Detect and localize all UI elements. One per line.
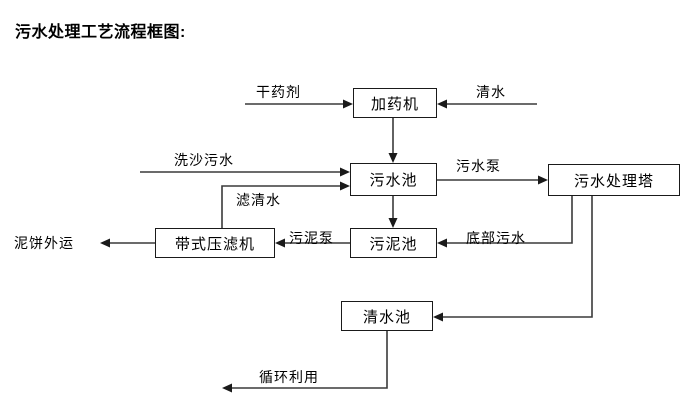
node-label: 污水池: [369, 173, 418, 189]
node-dosing-machine[interactable]: 加药机: [353, 88, 437, 118]
node-label: 加药机: [370, 96, 419, 113]
edge-bottom-sewage-to-sludge-pool: [441, 196, 573, 244]
arrowhead-clean-water: [437, 99, 447, 109]
edge-label-sludge-pump: 污泥泵: [289, 232, 334, 247]
arrowhead-dry-reagent: [343, 99, 353, 109]
arrowhead-sludge-pump: [275, 238, 285, 248]
node-sludge-pool[interactable]: 污泥池: [350, 228, 437, 258]
node-clear-water-pool[interactable]: 清水池: [341, 301, 433, 331]
edge-tower-to-clear-water-pool: [437, 196, 593, 318]
node-treatment-tower[interactable]: 污水处理塔: [548, 164, 680, 196]
node-label: 带式压滤机: [174, 236, 255, 253]
edge-recycle-reuse: [226, 331, 388, 389]
node-label: 污水处理塔: [573, 173, 654, 190]
arrowhead-sand-wash: [340, 167, 350, 177]
edge-filtered-water-to-sewage-pool: [221, 185, 346, 228]
node-label: 污泥池: [369, 236, 418, 253]
edge-label-recycle-reuse: 循环利用: [259, 371, 319, 386]
arrowhead-dosing-to-sewage-pool: [388, 153, 398, 163]
edge-label-filtered-water: 滤清水: [236, 194, 281, 209]
arrowhead-filtered-water: [340, 181, 350, 191]
node-belt-filter-press[interactable]: 带式压滤机: [155, 228, 275, 258]
page-title: 污水处理工艺流程框图:: [15, 24, 186, 41]
edge-label-dry-reagent: 干药剂: [256, 86, 301, 101]
node-sewage-pool[interactable]: 污水池: [350, 163, 437, 196]
edge-label-sewage-pump: 污水泵: [456, 160, 501, 175]
edge-label-sand-wash-sewage: 洗沙污水: [174, 154, 234, 169]
node-label: 清水池: [362, 309, 411, 326]
arrowhead-sewage-to-sludge: [388, 218, 398, 228]
arrowhead-mud-cake: [100, 238, 110, 248]
arrowhead-bottom-sewage: [437, 238, 447, 248]
edge-label-clean-water-in: 清水: [476, 86, 506, 101]
arrowhead-recycle-reuse: [222, 383, 232, 393]
arrowhead-tower-to-clear-water: [433, 312, 443, 322]
arrowhead-sewage-pump: [538, 175, 548, 185]
edge-label-bottom-sewage: 底部污水: [466, 232, 526, 247]
terminal-label-mud-cake-out: 泥饼外运: [14, 237, 74, 252]
